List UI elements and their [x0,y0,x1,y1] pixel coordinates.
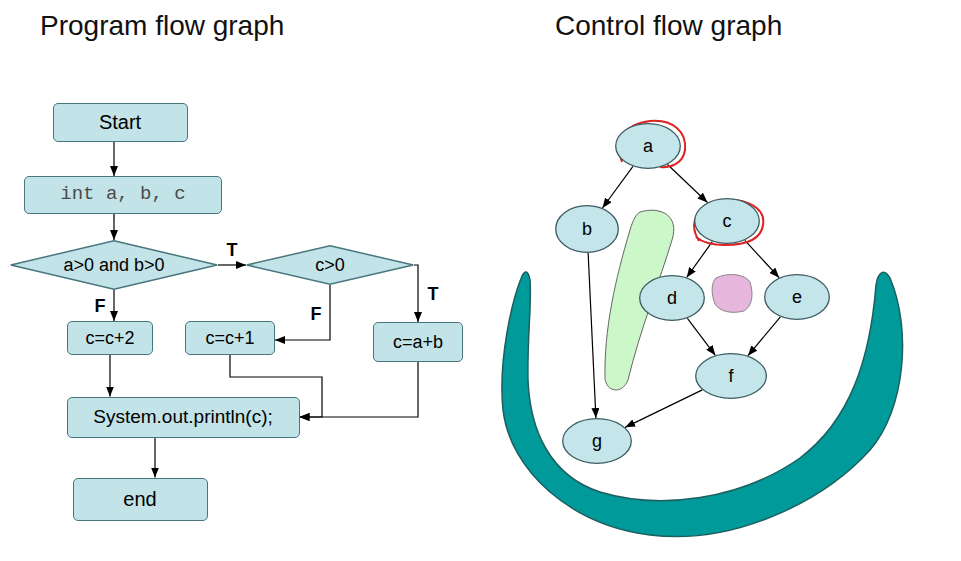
node-text: Start [99,111,141,134]
node-text: e [792,287,802,308]
output-box: System.out.println(c); [67,397,300,438]
ellipse-shape [695,199,760,244]
process-box: c=c+1 [185,321,275,355]
declaration-box: int a, b, c [24,176,222,214]
ellipse-shape [696,354,767,399]
node-text: d [667,288,677,309]
process-box: c=a+b [373,322,463,362]
node-text: c=a+b [393,332,443,353]
node-text: g [592,431,602,452]
diamond-shape [11,241,217,290]
node-text: a [643,136,653,157]
flow-arrow [668,165,708,203]
graph-title: Program flow graph [40,10,284,42]
node-text: f [728,366,733,387]
diamond-shape [247,246,414,285]
end-terminal: end [73,478,208,521]
graph-node: g [562,418,632,464]
graph-node: e [764,274,830,320]
flow-arrow [218,264,246,265]
flow-arrow [113,214,114,240]
graph-node: c [694,198,760,244]
flow-arrow [745,240,779,277]
decision-diamond: a>0 and b>0 [10,240,218,290]
flow-arrow [113,142,114,177]
teal-band [502,272,903,537]
graph-title: Control flow graph [555,10,782,42]
flow-arrow [113,290,114,321]
flow-arrow [109,355,110,397]
pink-blob [712,275,752,313]
flow-arrow [687,318,715,355]
flow-arrow [300,362,419,417]
start-terminal: Start [53,103,188,142]
flow-arrow [414,265,418,322]
process-box: c=c+2 [67,321,153,355]
graph-node: a [615,123,681,169]
node-text: c>0 [315,255,345,276]
node-text: end [123,488,156,511]
ellipse-shape [616,124,681,169]
branch-label: F [311,304,322,325]
ellipse-shape [563,419,632,464]
branch-label: F [95,296,106,317]
ellipse-shape [640,276,705,321]
flow-arrow [687,242,713,278]
graph-node: d [639,275,705,321]
node-text: c=c+1 [205,328,254,349]
branch-label: T [227,240,238,261]
branch-label: T [428,284,439,305]
flow-arrow [154,438,155,478]
node-text: c=c+2 [85,328,134,349]
flow-arrow [275,285,330,340]
ellipse-shape [765,275,830,320]
node-text: a>0 and b>0 [63,255,164,276]
graph-node: f [695,353,767,399]
node-text: System.out.println(c); [93,406,273,428]
decision-diamond: c>0 [246,245,414,285]
flow-arrow [588,253,596,418]
graph-node: b [555,205,619,253]
flow-arrow [625,390,702,427]
flow-arrow [748,317,780,356]
node-text: b [582,219,592,240]
flow-arrow [602,166,633,208]
node-text: c [723,211,732,232]
node-text: int a, b, c [60,184,185,206]
ellipse-shape [556,206,619,253]
